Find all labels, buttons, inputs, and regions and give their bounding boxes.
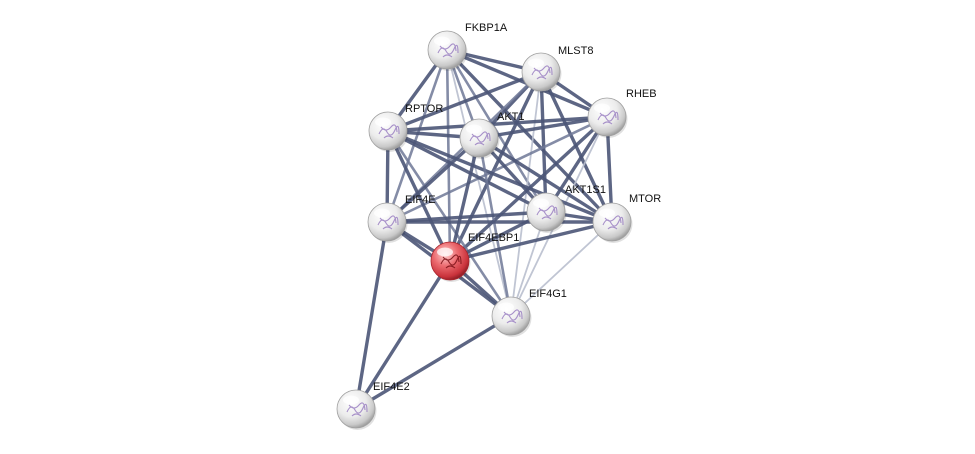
protein-structure-icon (377, 215, 399, 230)
edge-eif4ebp1-eif4e2[interactable] (354, 259, 452, 411)
edge-mtor-eif4g1[interactable] (510, 221, 613, 317)
edge-rheb-rptor[interactable] (386, 115, 609, 133)
node-label-rptor: RPTOR (405, 103, 443, 115)
protein-structure-icon (378, 124, 400, 139)
protein-structure-icon (346, 402, 368, 417)
node-bubble[interactable] (592, 202, 632, 242)
node-label-eif4ebp1: EIF4EBP1 (468, 232, 519, 244)
node-label-mtor: MTOR (629, 193, 661, 205)
node-label-akt1: AKT1 (497, 111, 525, 123)
edge-eif4g1-eif4e2[interactable] (354, 314, 513, 411)
node-bubble[interactable] (368, 111, 408, 151)
node-highlight (498, 302, 514, 312)
node-label-fkbp1a: FKBP1A (465, 22, 508, 34)
node-bubble[interactable] (491, 296, 531, 336)
edge-akt1-eif4e[interactable] (385, 136, 481, 224)
node-bubble[interactable] (430, 241, 470, 281)
edge-rptor-eif4ebp1[interactable] (386, 129, 452, 263)
node-label-eif4e: EIF4E (405, 194, 436, 206)
node-highlight (343, 395, 359, 405)
node-highlight (375, 117, 391, 127)
edge-akt1-mtor[interactable] (477, 136, 614, 224)
node-highlight (528, 58, 544, 68)
protein-structure-icon (437, 43, 459, 58)
node-akt1[interactable]: AKT1 (459, 111, 525, 159)
node-label-rheb: RHEB (626, 88, 657, 100)
protein-structure-icon (440, 254, 462, 269)
node-highlight (599, 208, 615, 218)
node-rptor[interactable]: RPTOR (368, 103, 443, 152)
node-highlight (437, 247, 453, 257)
node-akt1s1[interactable]: AKT1S1 (526, 184, 606, 233)
node-highlight (434, 36, 450, 46)
edge-mlst8-eif4g1[interactable] (510, 71, 542, 317)
edge-rheb-akt1[interactable] (477, 115, 609, 140)
node-highlight (374, 208, 390, 218)
node-fkbp1a[interactable]: FKBP1A (427, 22, 508, 71)
node-bubble[interactable] (459, 118, 499, 158)
protein-structure-icon (469, 131, 491, 146)
edge-akt1-eif4g1[interactable] (477, 136, 513, 318)
edge-rptor-mtor[interactable] (386, 129, 614, 224)
node-highlight (594, 103, 610, 113)
node-bubble[interactable] (526, 192, 566, 232)
node-mlst8[interactable]: MLST8 (521, 45, 593, 93)
node-bubble[interactable] (367, 202, 407, 242)
protein-structure-icon (501, 309, 523, 324)
node-bubble[interactable] (336, 389, 376, 429)
node-label-eif4g1: EIF4G1 (529, 288, 567, 300)
node-eif4e2[interactable]: EIF4E2 (336, 381, 410, 430)
node-eif4g1[interactable]: EIF4G1 (491, 288, 567, 337)
node-eif4ebp1[interactable]: EIF4EBP1 (430, 232, 519, 282)
node-rheb[interactable]: RHEB (587, 88, 657, 138)
edge-mtor-eif4ebp1[interactable] (448, 220, 614, 263)
edge-fkbp1a-eif4e[interactable] (385, 48, 449, 224)
edge-mlst8-akt1s1[interactable] (539, 70, 548, 214)
protein-structure-icon (536, 205, 558, 220)
protein-structure-icon (597, 110, 619, 125)
edge-fkbp1a-eif4g1[interactable] (446, 49, 512, 317)
node-bubble[interactable] (521, 52, 561, 92)
edge-mlst8-rptor[interactable] (386, 70, 543, 133)
node-bubble[interactable] (587, 97, 627, 137)
edge-mlst8-eif4ebp1[interactable] (448, 70, 543, 263)
protein-structure-icon (602, 215, 624, 230)
node-label-mlst8: MLST8 (558, 45, 593, 57)
edge-fkbp1a-mtor[interactable] (445, 48, 614, 224)
node-highlight (533, 198, 549, 208)
node-mtor[interactable]: MTOR (592, 193, 661, 243)
edge-eif4e-eif4e2[interactable] (354, 220, 389, 411)
node-label-akt1s1: AKT1S1 (565, 184, 606, 196)
edge-akt1-eif4ebp1[interactable] (448, 136, 481, 263)
node-eif4e[interactable]: EIF4E (367, 194, 436, 243)
node-highlight (466, 124, 482, 134)
protein-structure-icon (531, 65, 553, 80)
node-bubble[interactable] (427, 30, 467, 70)
node-label-eif4e2: EIF4E2 (373, 381, 410, 393)
edge-rptor-akt1s1[interactable] (386, 129, 548, 214)
